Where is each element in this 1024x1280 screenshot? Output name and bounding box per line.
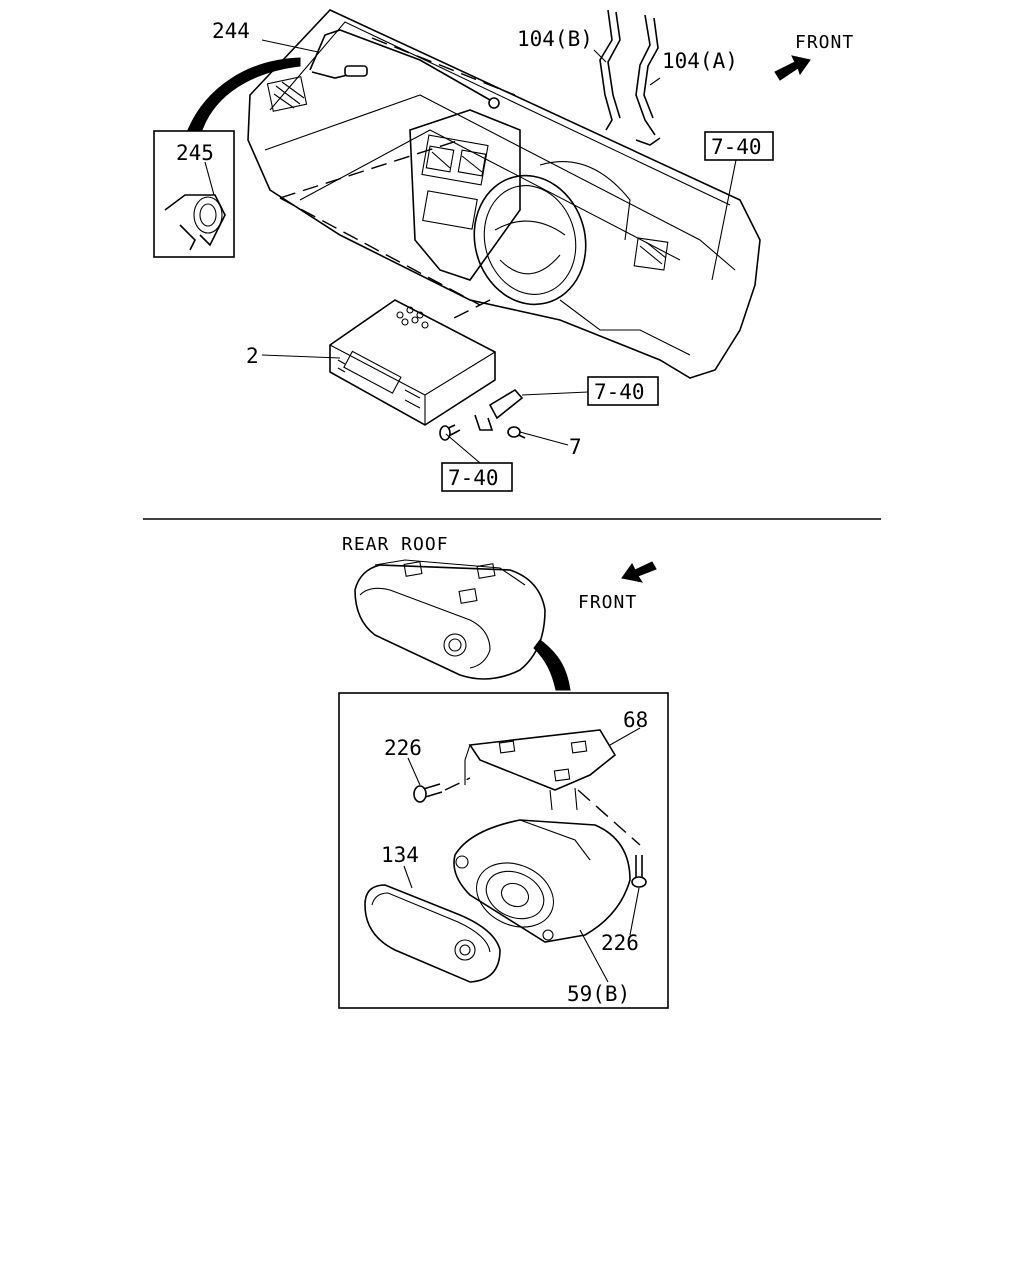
radio-unit — [329, 299, 496, 426]
callout-68: 68 — [623, 708, 648, 732]
leader-lines-bottom — [403, 727, 641, 983]
clip-245 — [164, 194, 226, 251]
bracket-104b — [599, 9, 621, 131]
callout-226-bottom: 226 — [601, 931, 639, 955]
speaker-bracket — [464, 729, 617, 811]
arrow-up-right-icon — [774, 55, 811, 81]
clip-detail-box — [153, 130, 235, 258]
bracket-104a — [635, 14, 661, 146]
ref-box-dashboard: 7-40 — [704, 131, 774, 161]
callout-244: 244 — [212, 19, 250, 43]
speaker-detail-box — [338, 692, 669, 1009]
screw-226-left — [413, 783, 443, 803]
front-label-top: FRONT — [795, 32, 854, 53]
speaker-housing — [453, 819, 631, 943]
callout-2: 2 — [246, 344, 259, 368]
dash-leader-left — [279, 197, 481, 306]
rear-roof-label: REAR ROOF — [342, 534, 449, 555]
callout-104b: 104(B) — [517, 27, 593, 51]
svg-text:7-40: 7-40 — [448, 466, 499, 490]
front-label-bottom: FRONT — [578, 592, 637, 613]
ref-box-screw: 7-40 — [441, 462, 513, 492]
callout-7: 7 — [569, 435, 582, 459]
radio-bracket — [439, 388, 526, 441]
callout-104a: 104(A) — [662, 49, 738, 73]
arrow-down-left-icon — [621, 561, 657, 583]
dashboard-assembly — [187, 9, 761, 379]
speaker-grille — [364, 884, 501, 983]
svg-text:7-40: 7-40 — [594, 380, 645, 404]
svg-text:7-40: 7-40 — [711, 135, 762, 159]
callout-134: 134 — [381, 843, 419, 867]
leader-lines-top — [204, 39, 737, 464]
screw-226-right — [631, 855, 647, 888]
callout-226-top: 226 — [384, 736, 422, 760]
callout-59b: 59(B) — [567, 982, 630, 1006]
callout-245: 245 — [176, 141, 214, 165]
rear-roof-speaker-overview — [354, 559, 546, 680]
ref-box-bracket: 7-40 — [587, 376, 659, 406]
